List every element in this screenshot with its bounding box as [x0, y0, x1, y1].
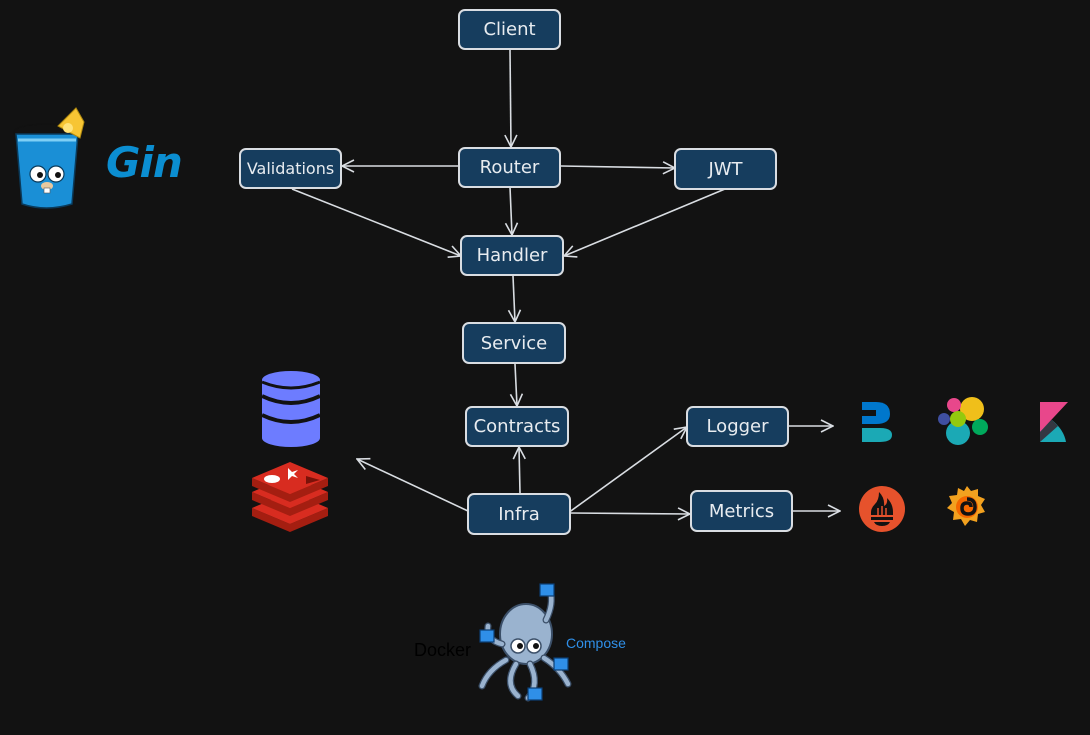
- edge-infra-databases: [357, 459, 469, 512]
- compose-label: Compose: [566, 635, 626, 651]
- gin-gopher-icon: [13, 107, 85, 209]
- edge-handler-service: [513, 275, 515, 322]
- edge-jwt-handler: [564, 188, 726, 256]
- node-handler[interactable]: Handler: [460, 235, 564, 276]
- node-logger[interactable]: Logger: [686, 406, 789, 447]
- node-jwt[interactable]: JWT: [674, 148, 777, 190]
- kibana-icon: [1040, 402, 1068, 442]
- database-icon: [261, 371, 321, 447]
- beats-icon: [862, 402, 892, 442]
- docker-label: Docker: [414, 640, 472, 660]
- node-validations[interactable]: Validations: [239, 148, 342, 189]
- edge-validations-handler: [291, 188, 461, 256]
- prometheus-icon: [859, 486, 905, 532]
- edge-router-jwt: [560, 166, 675, 168]
- edge-router-handler: [510, 186, 512, 235]
- grafana-icon: [947, 486, 985, 526]
- node-service[interactable]: Service: [462, 322, 566, 364]
- edge-client-router: [510, 49, 511, 147]
- edge-infra-metrics: [569, 513, 690, 514]
- redis-icon: [252, 462, 328, 532]
- node-contracts[interactable]: Contracts: [465, 406, 569, 447]
- docker-compose-octopus-icon: [478, 583, 572, 702]
- node-router[interactable]: Router: [458, 147, 561, 188]
- edge-infra-logger: [567, 427, 687, 514]
- edge-service-contracts: [515, 363, 517, 406]
- node-client[interactable]: Client: [458, 9, 561, 50]
- elasticsearch-icon: [938, 397, 988, 445]
- gin-logo-text: Gin: [106, 138, 183, 187]
- edge-infra-contracts: [519, 447, 520, 494]
- node-metrics[interactable]: Metrics: [690, 490, 793, 532]
- node-infra[interactable]: Infra: [467, 493, 571, 535]
